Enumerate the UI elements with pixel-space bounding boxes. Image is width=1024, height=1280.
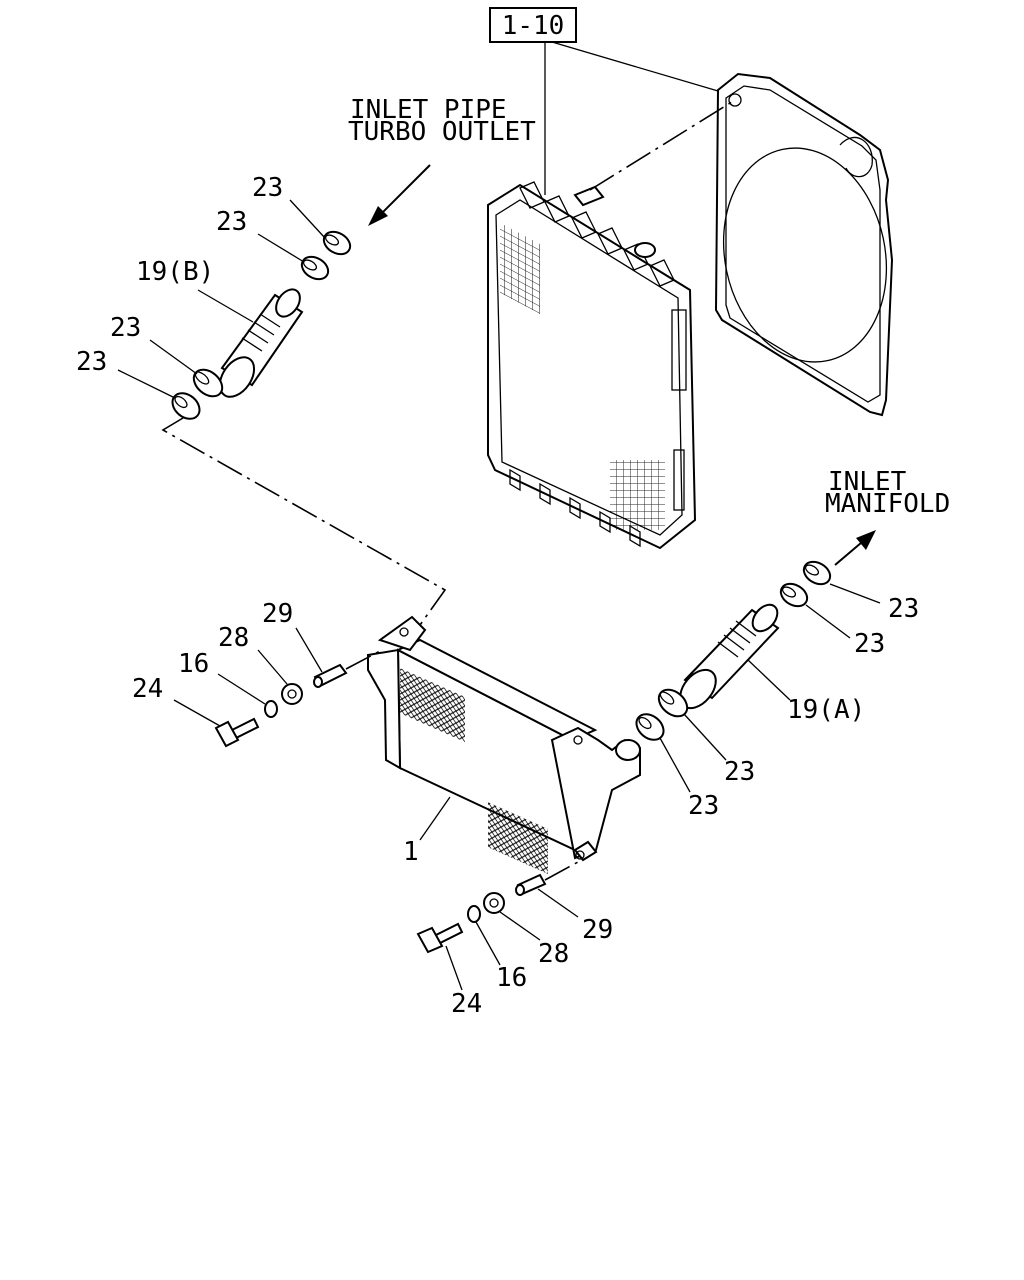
clamp-upper-2	[300, 255, 330, 281]
hose-a	[679, 603, 780, 710]
callout-label: 23	[76, 347, 107, 377]
clamp-upper-4	[171, 392, 201, 420]
bolt-lower	[416, 922, 464, 954]
collar-upper	[313, 649, 383, 688]
callout-intercooler: 1	[403, 796, 451, 867]
callout-clamp-upper-3: 23	[110, 313, 198, 375]
turbo-outlet-arrowhead	[368, 206, 388, 226]
callout-label: 23	[216, 207, 247, 237]
turbo-outlet-line2: TURBO OUTLET	[348, 117, 536, 147]
nut-lower	[483, 892, 505, 914]
turbo-outlet-arrow	[374, 164, 431, 221]
clamp-lower-4	[635, 713, 665, 741]
callout-label: 29	[582, 915, 613, 945]
callout-label: 28	[538, 939, 569, 969]
callout-bolt-lower: 24	[445, 945, 482, 1019]
callout-clamp-upper-2: 23	[216, 207, 305, 263]
callout-label: 28	[218, 623, 249, 653]
callout-clamp-lower-4: 23	[659, 737, 719, 821]
callout-label: 23	[252, 173, 283, 203]
intercooler	[367, 615, 641, 874]
callout-washer-upper: 16	[178, 649, 266, 705]
manifold-line1: INLET	[828, 467, 907, 497]
callout-label: 1	[403, 837, 419, 867]
callout-label: 23	[888, 594, 919, 624]
clamp-lower-2	[779, 582, 809, 608]
clamp-upper-3	[192, 368, 224, 398]
callout-label: 16	[496, 963, 527, 993]
assembly-reference-box: 1-10	[489, 7, 736, 195]
callout-label: 16	[178, 649, 209, 679]
callout-hose-a: 19(A)	[747, 659, 865, 725]
callout-label: 23	[688, 791, 719, 821]
washer-upper	[264, 700, 278, 718]
callout-label: 24	[451, 989, 482, 1019]
callout-label: 29	[262, 599, 293, 629]
callout-washer-lower: 16	[475, 921, 527, 993]
manifold-arrowhead	[856, 530, 876, 550]
callout-clamp-lower-1: 23	[829, 583, 919, 624]
clamp-upper-1	[322, 230, 352, 256]
bolt-upper	[214, 717, 260, 748]
manifold-note: INLET MANIFOLD	[825, 467, 950, 566]
callout-clamp-upper-4: 23	[76, 347, 176, 399]
callout-label: 23	[110, 313, 141, 343]
callout-nut-upper: 28	[218, 623, 288, 685]
callout-clamp-lower-3: 23	[683, 713, 755, 787]
nut-upper	[281, 683, 303, 705]
washer-lower	[467, 905, 481, 923]
callout-bolt-upper: 24	[132, 674, 221, 727]
hose-b	[218, 288, 304, 398]
hose-routing-line	[161, 417, 447, 626]
callout-collar-lower: 29	[537, 888, 613, 945]
callout-collar-upper: 29	[262, 599, 323, 673]
callout-hose-b: 19(B)	[136, 257, 254, 323]
clamp-lower-1	[802, 560, 832, 586]
assembly-reference-label: 1-10	[502, 11, 565, 41]
callout-label: 19(B)	[136, 257, 214, 287]
fan-shroud	[714, 72, 894, 417]
callout-label: 23	[854, 629, 885, 659]
callout-label: 19(A)	[787, 695, 865, 725]
collar-lower	[515, 861, 579, 896]
callout-label: 23	[724, 757, 755, 787]
callout-label: 24	[132, 674, 163, 704]
radiator	[487, 99, 736, 550]
turbo-outlet-note: INLET PIPE TURBO OUTLET	[348, 95, 536, 226]
turbo-outlet-line1: INLET PIPE	[350, 95, 507, 125]
manifold-line2: MANIFOLD	[825, 489, 950, 519]
callout-clamp-lower-2: 23	[805, 604, 885, 659]
callout-nut-lower: 28	[499, 911, 569, 969]
clamp-lower-3	[657, 688, 689, 718]
callout-clamp-upper-1: 23	[252, 173, 326, 239]
